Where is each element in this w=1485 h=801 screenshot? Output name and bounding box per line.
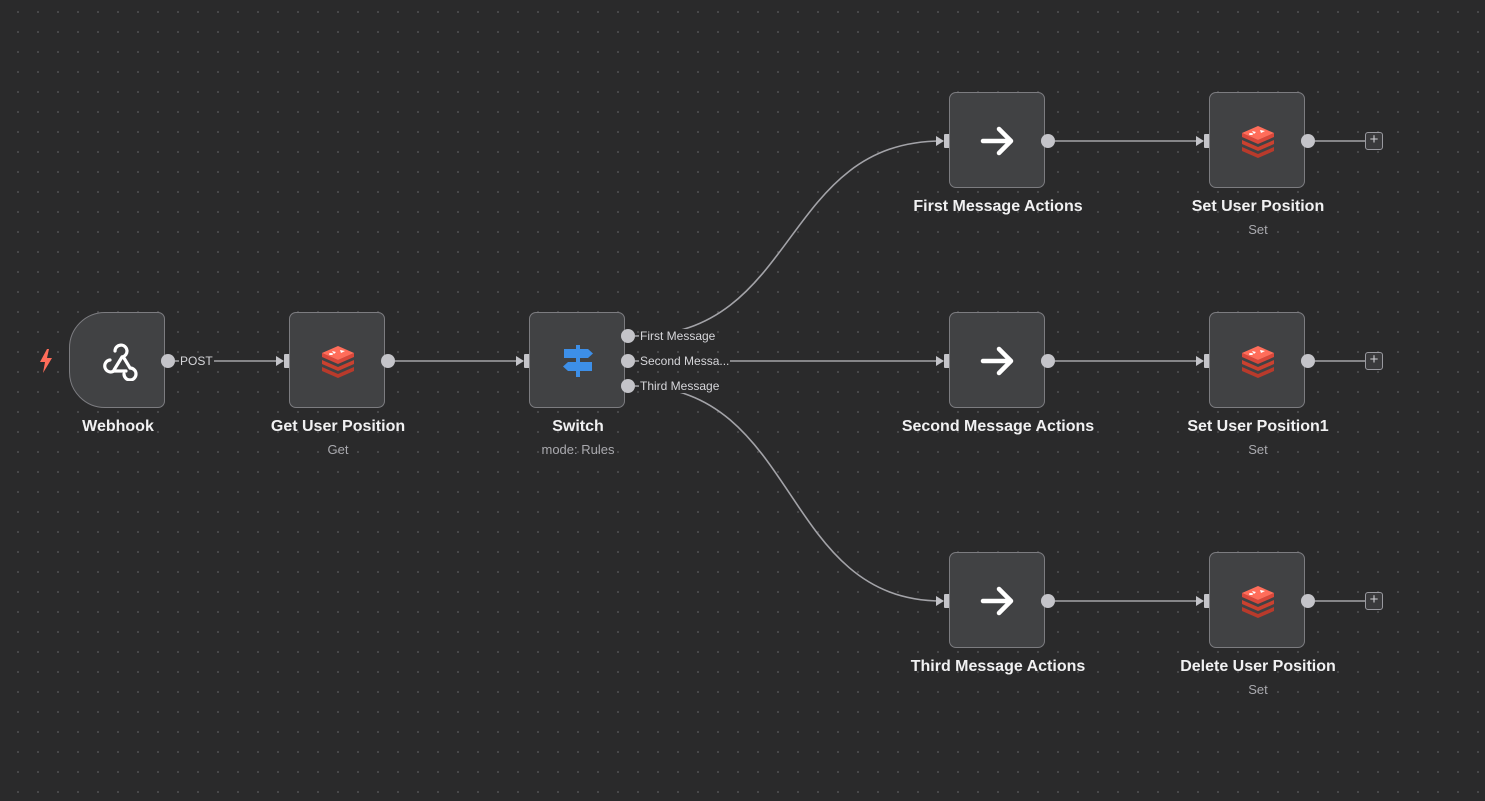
arrowhead [936,596,944,606]
trigger-bolt-icon [40,349,52,373]
node-set-user-position[interactable] [1209,92,1305,188]
node-third-message-actions[interactable] [949,552,1045,648]
delete-user-position-output-handle[interactable] [1301,594,1315,608]
set-user-position1-output-handle[interactable] [1301,354,1315,368]
node-delete-user-position-title: Delete User Position [1180,658,1336,675]
arrowhead [276,356,284,366]
node-third-message-actions-title: Third Message Actions [910,658,1086,675]
set-user-position1-input-handle[interactable] [1204,354,1211,368]
arrow-right-icon [980,586,1014,616]
node-switch[interactable] [529,312,625,408]
node-delete-user-position[interactable] [1209,552,1305,648]
delete-user-position-input-handle[interactable] [1204,594,1211,608]
edge-label-first-message: First Message [639,329,717,343]
first-message-actions-input-handle[interactable] [944,134,951,148]
edge-label-post: POST [179,354,214,368]
second-message-actions-output-handle[interactable] [1041,354,1055,368]
node-webhook-title: Webhook [82,418,154,435]
node-second-message-actions[interactable] [949,312,1045,408]
node-delete-user-position-subtitle: Set [1248,682,1268,697]
first-message-actions-output-handle[interactable] [1041,134,1055,148]
switch-output-handle-3[interactable] [621,379,635,393]
node-webhook[interactable] [69,312,165,408]
node-set-user-position1[interactable] [1209,312,1305,408]
node-get-user-position-subtitle: Get [327,442,349,457]
arrowhead [1196,596,1204,606]
edge-label-third-message: Third Message [639,379,721,393]
arrowhead [936,136,944,146]
add-node-button[interactable]: + [1365,352,1383,370]
redis-icon [322,346,354,378]
arrowhead [1196,136,1204,146]
get-user-position-output-handle[interactable] [381,354,395,368]
node-set-user-position1-title: Set User Position1 [1187,418,1329,435]
add-node-button[interactable]: + [1365,132,1383,150]
node-switch-subtitle: mode: Rules [541,442,615,457]
second-message-actions-input-handle[interactable] [944,354,951,368]
node-get-user-position-title: Get User Position [270,418,406,435]
node-switch-title: Switch [552,418,604,435]
redis-icon [1242,586,1274,618]
get-user-position-input-handle[interactable] [284,354,291,368]
node-second-message-actions-title: Second Message Actions [901,418,1095,435]
node-get-user-position[interactable] [289,312,385,408]
add-node-button[interactable]: + [1365,592,1383,610]
edge-label-second-message: Second Messa... [639,354,731,368]
redis-icon [1242,126,1274,158]
third-message-actions-output-handle[interactable] [1041,594,1055,608]
set-user-position-output-handle[interactable] [1301,134,1315,148]
webhook-output-handle[interactable] [161,354,175,368]
arrowhead [1196,356,1204,366]
node-first-message-actions[interactable] [949,92,1045,188]
set-user-position-input-handle[interactable] [1204,134,1211,148]
node-set-user-position-subtitle: Set [1248,222,1268,237]
arrow-right-icon [980,126,1014,156]
connection-switch-first-message-actions[interactable] [634,140,943,337]
node-set-user-position-title: Set User Position [1191,198,1325,215]
switch-output-handle-1[interactable] [621,329,635,343]
signpost-icon [563,345,593,377]
arrowhead [516,356,524,366]
redis-icon [1242,346,1274,378]
node-first-message-actions-title: First Message Actions [913,198,1083,215]
webhook-icon [103,343,138,381]
node-set-user-position1-subtitle: Set [1248,442,1268,457]
arrow-right-icon [980,346,1014,376]
arrowhead [936,356,944,366]
third-message-actions-input-handle[interactable] [944,594,951,608]
switch-output-handle-2[interactable] [621,354,635,368]
switch-input-handle[interactable] [524,354,531,368]
